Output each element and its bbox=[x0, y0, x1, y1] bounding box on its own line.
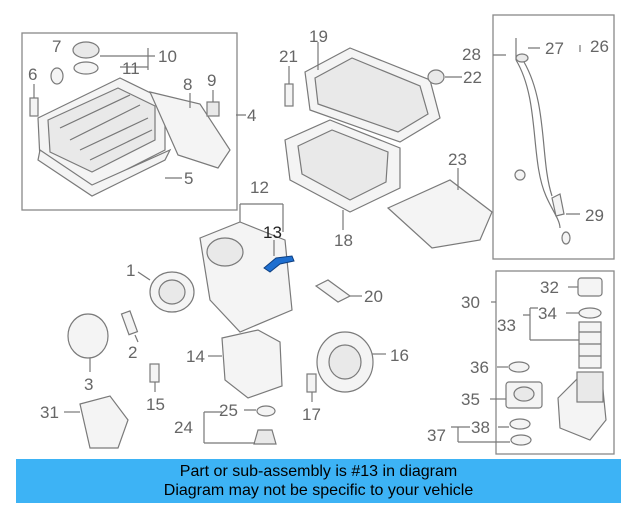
filter-housing-part bbox=[557, 371, 607, 441]
heat-shield-part bbox=[148, 91, 231, 169]
info-banner: Part or sub-assembly is #13 in diagram D… bbox=[16, 459, 621, 503]
callout-7: 7 bbox=[52, 37, 61, 56]
washer-25-part bbox=[256, 405, 276, 417]
banner-line-1: Part or sub-assembly is #13 in diagram bbox=[179, 463, 458, 480]
valve-cover-bolt-part bbox=[29, 97, 39, 117]
bolt-15-part bbox=[149, 363, 160, 383]
sensor-24-part bbox=[253, 429, 277, 445]
callout-8: 8 bbox=[183, 75, 192, 94]
callout-25: 25 bbox=[219, 401, 238, 420]
dipstick-part bbox=[514, 38, 571, 245]
callout-38: 38 bbox=[471, 418, 490, 437]
seal-3-part bbox=[67, 313, 109, 359]
oring-38a-part bbox=[509, 418, 531, 430]
callout-1: 1 bbox=[126, 261, 135, 280]
bolt-2-part bbox=[120, 310, 139, 336]
sensor-part bbox=[206, 101, 220, 117]
valve-cover-gasket-part bbox=[37, 148, 172, 197]
callout-11: 11 bbox=[122, 59, 140, 78]
timing-cover-part bbox=[199, 221, 293, 333]
callout-28: 28 bbox=[462, 45, 481, 64]
gasket-20-part bbox=[314, 279, 352, 303]
valve-cover-group-box bbox=[21, 32, 238, 211]
callout-36: 36 bbox=[470, 358, 489, 377]
plate-16-part bbox=[316, 331, 374, 393]
callout-18: 18 bbox=[334, 231, 353, 250]
filter-cap-part bbox=[577, 277, 603, 297]
callout-34: 34 bbox=[538, 304, 557, 323]
baffle-part bbox=[386, 179, 493, 249]
callout-29: 29 bbox=[585, 206, 604, 225]
callout-21: 21 bbox=[279, 47, 298, 66]
callout-30: 30 bbox=[461, 293, 480, 312]
bolt-21-part bbox=[284, 83, 294, 107]
callout-22: 22 bbox=[463, 68, 482, 87]
callout-35: 35 bbox=[461, 390, 480, 409]
callout-19: 19 bbox=[309, 27, 328, 46]
oil-cooler-part bbox=[505, 381, 543, 409]
callout-33: 33 bbox=[497, 316, 516, 335]
bolt-3-part bbox=[50, 67, 64, 85]
callout-31: 31 bbox=[40, 403, 59, 422]
callout-17: 17 bbox=[302, 405, 321, 424]
callout-14: 14 bbox=[186, 347, 205, 366]
filter-element-part bbox=[578, 321, 602, 369]
callout-20: 20 bbox=[364, 287, 383, 306]
parts-diagram: 7 10 11 6 8 9 4 5 19 21 22 18 23 20 12 1… bbox=[21, 14, 615, 455]
oring-38b-part bbox=[510, 434, 532, 446]
cap-seal-part bbox=[73, 61, 99, 75]
callout-6: 6 bbox=[28, 65, 37, 84]
callout-15: 15 bbox=[146, 395, 165, 414]
callout-9: 9 bbox=[207, 71, 216, 90]
callout-32: 32 bbox=[540, 278, 559, 297]
callout-13: 13 bbox=[263, 223, 282, 242]
oil-pan-upper-part bbox=[304, 47, 441, 143]
oil-filter-group-box bbox=[495, 270, 615, 455]
callout-37: 37 bbox=[427, 426, 446, 445]
callout-26: 26 bbox=[590, 37, 609, 56]
callout-10: 10 bbox=[158, 47, 177, 66]
callout-23: 23 bbox=[448, 150, 467, 169]
oil-pan-lower-part bbox=[284, 119, 401, 213]
callout-3: 3 bbox=[84, 375, 93, 394]
callout-16: 16 bbox=[390, 346, 409, 365]
bracket-31-part bbox=[79, 395, 129, 449]
cover-14-part bbox=[221, 329, 283, 399]
oil-cap-part bbox=[72, 41, 100, 59]
callout-5: 5 bbox=[184, 169, 193, 188]
callout-4: 4 bbox=[247, 106, 256, 125]
valve-cover-part bbox=[37, 77, 166, 189]
highlighted-part-13 bbox=[263, 255, 295, 273]
callout-2: 2 bbox=[128, 343, 137, 362]
oring-36-part bbox=[508, 361, 530, 373]
dipstick-group-box bbox=[492, 14, 615, 260]
pulley-part bbox=[149, 271, 195, 313]
callout-24: 24 bbox=[174, 418, 193, 437]
drain-plug-part bbox=[427, 69, 445, 85]
callout-12: 12 bbox=[250, 178, 269, 197]
filter-seal-part bbox=[578, 307, 602, 319]
callout-27: 27 bbox=[545, 39, 564, 58]
bolt-17-part bbox=[306, 373, 317, 393]
banner-line-2: Diagram may not be specific to your vehi… bbox=[163, 482, 474, 499]
